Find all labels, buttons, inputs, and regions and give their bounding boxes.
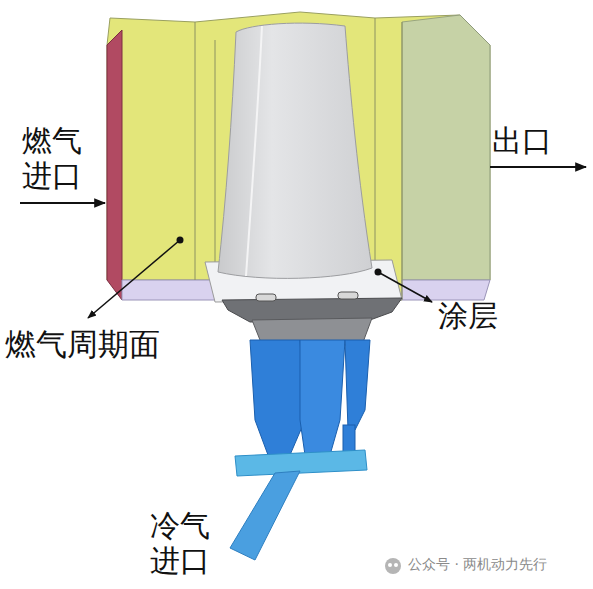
periodic-bottom-right — [402, 280, 490, 300]
watermark-icon — [394, 563, 398, 567]
watermark-icon — [385, 558, 401, 574]
cooling-channel — [345, 340, 370, 430]
leader-line — [378, 272, 432, 302]
outlet-face — [402, 15, 490, 280]
coolant-inlet-label: 冷气 进口 — [150, 509, 215, 578]
platform-slot — [338, 292, 358, 299]
watermark-icon — [388, 563, 392, 567]
watermark: 公众号 · 两机动力先行 — [408, 556, 547, 572]
leader-line — [88, 240, 180, 318]
outlet-arrow — [490, 166, 586, 168]
cooling-channel — [250, 340, 305, 455]
periodic-face-label: 燃气周期面 — [5, 327, 160, 363]
outlet-label: 出口 — [492, 124, 552, 159]
cooling-channel — [300, 340, 345, 455]
domain-edge — [195, 22, 196, 280]
domain-edge — [375, 18, 376, 280]
inlet-face — [107, 30, 122, 300]
inlet-arrow — [20, 202, 105, 204]
blade-airfoil — [218, 23, 372, 278]
gas-domain — [107, 12, 490, 300]
cooling-inlet-pipe — [230, 471, 300, 560]
coating-label: 涂层 — [438, 299, 498, 334]
platform-slot — [256, 294, 276, 301]
periodic-bottom-left — [122, 280, 215, 300]
platform — [222, 298, 402, 322]
inlet-label: 燃气 进口 — [22, 124, 87, 193]
blade-edge — [246, 26, 262, 276]
domain-edge — [215, 40, 216, 300]
domain-edge — [402, 22, 403, 300]
cooling-plenum — [235, 450, 367, 476]
